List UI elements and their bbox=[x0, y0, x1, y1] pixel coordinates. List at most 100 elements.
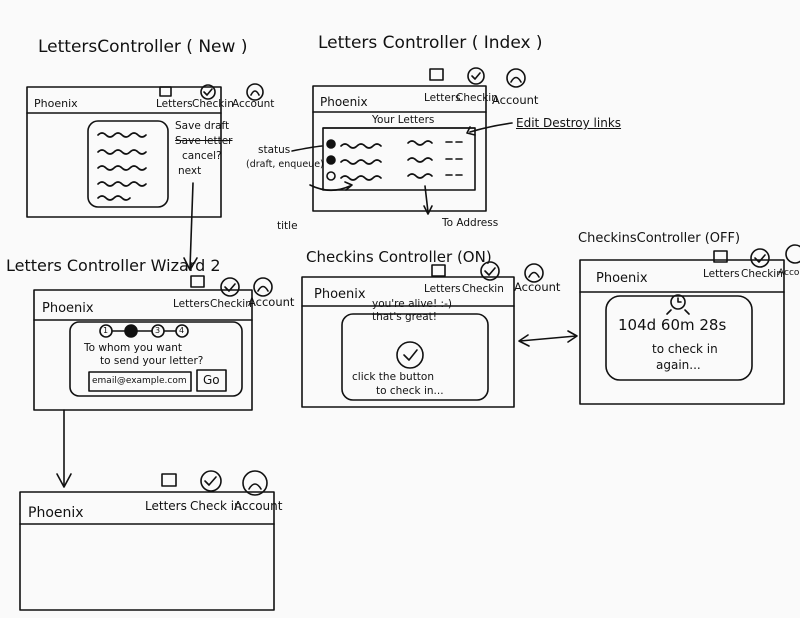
mockup-title-checkins-off: CheckinsController (OFF) bbox=[578, 231, 741, 246]
arrow-icon bbox=[189, 182, 194, 269]
letters-icon bbox=[190, 275, 205, 288]
scribble-line bbox=[97, 195, 131, 201]
brand-logo[interactable]: Phoenix bbox=[42, 301, 94, 316]
brand-logo[interactable]: Phoenix bbox=[596, 271, 648, 286]
save-letter-button[interactable]: Save letter bbox=[175, 135, 233, 147]
mockup-title-checkins-on: Checkins Controller (ON) bbox=[306, 248, 492, 266]
checkmark-icon bbox=[220, 277, 240, 297]
alive-message: that's great! bbox=[372, 311, 437, 323]
letters-icon bbox=[431, 264, 446, 277]
brand-logo[interactable]: Phoenix bbox=[28, 505, 84, 521]
checkin-button bbox=[396, 341, 424, 369]
clock-icon bbox=[670, 294, 686, 310]
email-input-value[interactable]: email@example.com bbox=[92, 376, 187, 386]
address-scribble bbox=[407, 140, 433, 146]
status-values-annotation: (draft, enqueue) bbox=[246, 159, 324, 170]
nav-letters[interactable]: Letters bbox=[173, 298, 210, 310]
letters-icon bbox=[429, 68, 444, 81]
nav-letters[interactable]: Letters bbox=[145, 499, 187, 513]
nav-account[interactable]: Account bbox=[232, 98, 275, 110]
mockup-title-wizard: Letters Controller Wizard 2 bbox=[6, 256, 221, 275]
status-dot-filled bbox=[326, 155, 336, 165]
title-scribble bbox=[340, 159, 382, 165]
nav-account[interactable]: Account bbox=[492, 93, 539, 107]
account-icon bbox=[246, 83, 264, 101]
wizard-step bbox=[99, 324, 113, 338]
nav-letters[interactable]: Letters bbox=[703, 268, 740, 280]
brand-logo[interactable]: Phoenix bbox=[320, 95, 368, 109]
step-label: 3 bbox=[155, 326, 161, 335]
wizard-step bbox=[151, 324, 165, 338]
title-scribble bbox=[340, 175, 382, 181]
wizard-question: to send your letter? bbox=[100, 355, 204, 367]
wizard-question: To whom you want bbox=[84, 342, 183, 354]
countdown-message: to check in bbox=[652, 342, 718, 356]
mockup-title-new: LettersController ( New ) bbox=[38, 37, 248, 57]
letter-editor bbox=[87, 120, 169, 208]
wizard-step-active bbox=[124, 324, 138, 338]
letters-icon bbox=[159, 86, 172, 97]
wizard-frame bbox=[33, 289, 253, 411]
brand-logo[interactable]: Phoenix bbox=[314, 287, 366, 302]
letters-icon bbox=[161, 473, 177, 487]
mockup-title-index: Letters Controller ( Index ) bbox=[318, 33, 543, 53]
countdown-message: again... bbox=[656, 358, 701, 372]
checkmark-icon bbox=[200, 84, 216, 100]
alive-message: you're alive! :-) bbox=[372, 298, 452, 310]
to-address-annotation: To Address bbox=[442, 217, 499, 229]
checkins-off-frame bbox=[579, 259, 785, 405]
nav-checkin[interactable]: Checkin bbox=[741, 268, 783, 280]
checkin-instruction: click the button bbox=[352, 371, 435, 383]
scribble-line bbox=[97, 149, 147, 155]
nav-checkin[interactable]: Checkin bbox=[192, 98, 234, 110]
nav-letters[interactable]: Letters bbox=[424, 92, 461, 104]
scribble-line bbox=[97, 165, 147, 171]
cancel-link[interactable]: cancel? bbox=[182, 150, 222, 162]
step-label: 1 bbox=[103, 326, 109, 335]
checkmark-icon bbox=[200, 470, 222, 492]
nav-checkin[interactable]: Checkin bbox=[462, 283, 504, 295]
go-button-label[interactable]: Go bbox=[203, 373, 220, 387]
status-dot-empty bbox=[326, 171, 336, 181]
checkmark-icon bbox=[467, 67, 485, 85]
brand-logo[interactable]: Phoenix bbox=[34, 97, 78, 110]
nav-account[interactable]: Account bbox=[248, 295, 295, 309]
nav-checkin[interactable]: Checkin bbox=[456, 92, 498, 104]
nav-letters[interactable]: Letters bbox=[424, 283, 461, 295]
index-frame bbox=[312, 85, 487, 212]
arrow-icon bbox=[519, 335, 577, 342]
step-label: 4 bbox=[179, 326, 185, 335]
address-scribble bbox=[407, 173, 433, 179]
new-frame bbox=[26, 86, 222, 218]
letters-heading: Your Letters bbox=[372, 114, 435, 126]
edit-destroy-annotation: Edit Destroy links bbox=[516, 116, 622, 130]
checkins-on-frame bbox=[301, 276, 515, 408]
account-icon bbox=[242, 470, 268, 496]
checkin-panel bbox=[341, 313, 489, 401]
account-icon bbox=[524, 263, 544, 283]
nav-account[interactable]: Account bbox=[778, 268, 800, 278]
nav-letters[interactable]: Letters bbox=[156, 98, 193, 110]
account-icon bbox=[253, 277, 273, 297]
checkmark-icon bbox=[750, 248, 770, 268]
address-scribble bbox=[407, 157, 433, 163]
status-annotation: status bbox=[258, 144, 291, 156]
nav-account[interactable]: Account bbox=[514, 280, 561, 294]
countdown-panel bbox=[605, 295, 753, 381]
nav-checkin[interactable]: Check in bbox=[190, 499, 242, 513]
letters-icon bbox=[713, 250, 728, 263]
wizard-step bbox=[175, 324, 189, 338]
nav-account[interactable]: Account bbox=[234, 499, 283, 513]
next-button[interactable]: next bbox=[178, 165, 202, 177]
account-icon bbox=[785, 244, 800, 264]
title-annotation: title bbox=[277, 220, 298, 232]
scribble-line bbox=[97, 132, 147, 138]
blank-frame bbox=[19, 491, 275, 611]
checkmark-icon bbox=[480, 261, 500, 281]
countdown-timer: 104d 60m 28s bbox=[618, 316, 727, 334]
email-input bbox=[88, 371, 192, 392]
save-draft-button[interactable]: Save draft bbox=[175, 120, 230, 132]
nav-checkin[interactable]: Checkin bbox=[210, 298, 252, 310]
title-scribble bbox=[340, 143, 382, 149]
